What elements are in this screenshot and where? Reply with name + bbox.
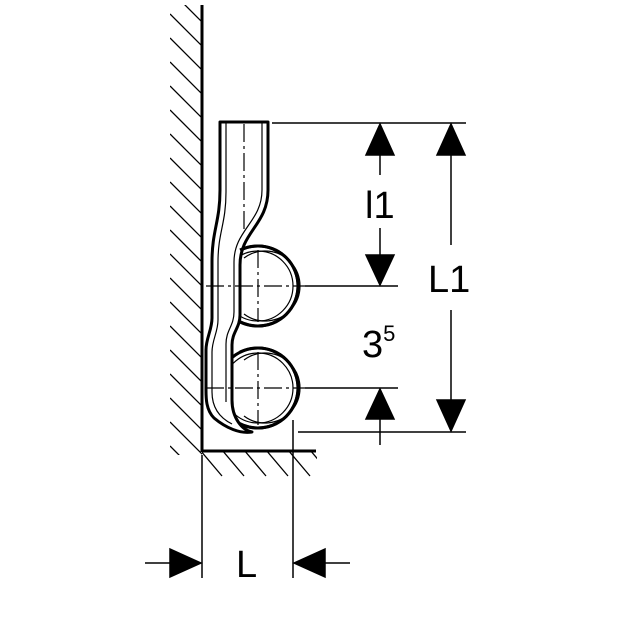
label-spacing-superscript: 5	[383, 321, 395, 346]
label-L1: L1	[428, 259, 470, 301]
extension-lines	[201, 122, 466, 578]
label-l1: l1	[365, 185, 395, 227]
label-spacing-base: 3	[362, 324, 383, 366]
floor-hatching	[202, 452, 317, 477]
dimension-L1	[435, 122, 467, 433]
dimension-l1	[364, 122, 396, 287]
pipe-bend-body	[204, 120, 270, 434]
pipe-inner-line-left	[211, 122, 233, 425]
centerlines	[206, 124, 305, 425]
label-spacing: 35	[362, 321, 395, 366]
label-L: L	[236, 544, 257, 586]
wall-hatching	[170, 5, 202, 455]
pipe-inner-line-right	[225, 122, 263, 402]
dimension-spacing	[364, 387, 396, 445]
dimension-L	[145, 547, 350, 579]
